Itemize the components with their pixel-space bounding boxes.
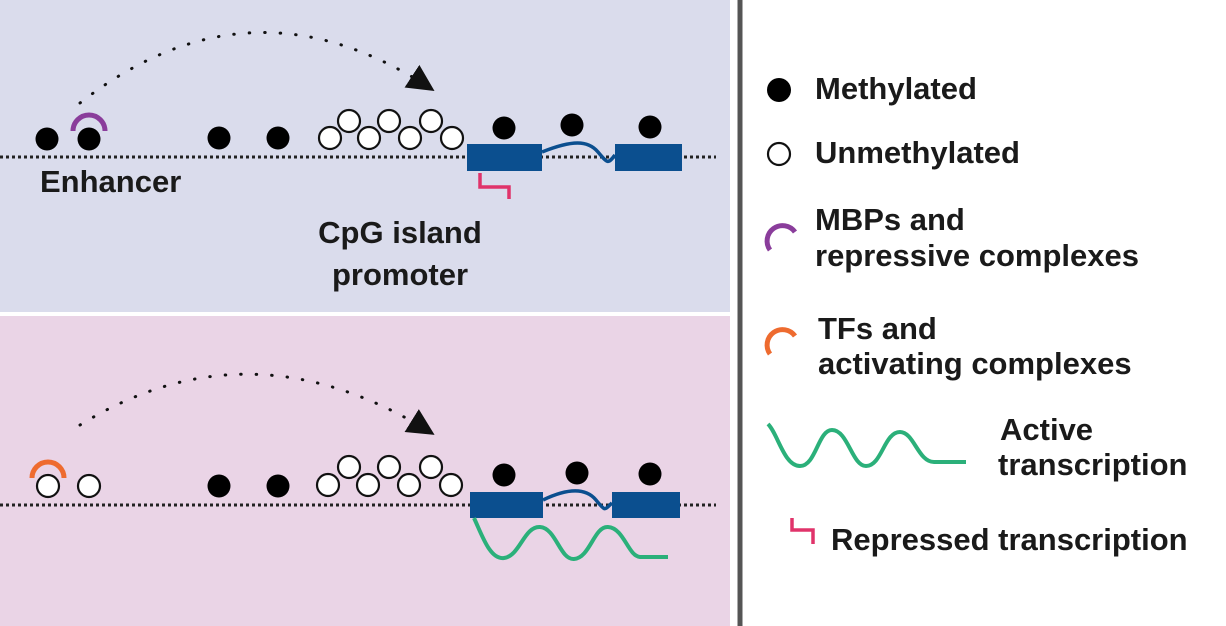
methylated-cpg-dot <box>207 474 231 498</box>
legend-mbp-label-line1: MBPs and <box>815 202 965 237</box>
promoter-label: promoter <box>332 257 468 292</box>
methylated-cpg-dot <box>492 116 516 140</box>
methylated-cpg-dot <box>266 474 290 498</box>
methylated-cpg-dot <box>638 462 662 486</box>
gene-intron-line <box>541 141 617 164</box>
tf-legend-icon <box>764 327 798 356</box>
legend-mbp-label-line2: repressive complexes <box>815 238 1139 273</box>
unmethylated-cpg-dot <box>355 472 381 498</box>
unmethylated-legend-icon <box>766 141 792 167</box>
legend: Methylated Unmethylated MBPs and repress… <box>764 71 1188 557</box>
methylated-cpg-dot <box>565 461 589 485</box>
repressed-transcription-legend-icon <box>790 518 815 544</box>
active-transcription-legend-icon <box>766 422 966 469</box>
gene-exon-block <box>470 492 543 518</box>
unmethylated-cpg-dot <box>438 472 464 498</box>
unmethylated-cpg-dot <box>418 108 444 134</box>
unmethylated-cpg-dot <box>315 472 341 498</box>
gene-exon-block <box>612 492 680 518</box>
methylated-legend-icon <box>767 78 791 102</box>
cpg-island-label: CpG island <box>318 215 482 250</box>
unmethylated-cpg-dot <box>76 473 102 499</box>
methylated-cpg-dot <box>207 126 231 150</box>
active-transcription-wave <box>472 517 668 561</box>
bottom-panel-background <box>0 316 730 626</box>
methylated-cpg-dot <box>560 113 584 137</box>
legend-unmethylated-label: Unmethylated <box>815 135 1020 170</box>
unmethylated-cpg-dot <box>397 125 423 151</box>
legend-tf-label-line2: activating complexes <box>818 346 1132 381</box>
mbp-repressive-complex-icon <box>70 112 108 132</box>
legend-tf-label-line1: TFs and <box>818 311 937 346</box>
unmethylated-cpg-dot <box>418 454 444 480</box>
legend-repressed-label: Repressed transcription <box>831 522 1188 557</box>
legend-active-label-line1: Active <box>1000 412 1093 447</box>
gene-exon-block <box>467 144 542 171</box>
gene-intron-line <box>542 489 614 511</box>
methylated-cpg-dot <box>266 126 290 150</box>
unmethylated-cpg-dot <box>439 125 465 151</box>
methylated-cpg-dot <box>77 127 101 151</box>
repressed-transcription-mark <box>478 173 511 199</box>
top-panel: Enhancer CpG island promoter <box>0 0 730 312</box>
unmethylated-cpg-dot <box>376 108 402 134</box>
mbp-legend-icon <box>764 223 798 252</box>
unmethylated-cpg-dot <box>356 125 382 151</box>
unmethylated-cpg-dot <box>35 473 61 499</box>
legend-active-label-line2: transcription <box>998 447 1187 482</box>
tf-activating-complex-icon <box>29 459 67 479</box>
legend-methylated-label: Methylated <box>815 71 977 106</box>
methylated-cpg-dot <box>35 127 59 151</box>
unmethylated-cpg-dot <box>317 125 343 151</box>
enhancer-label: Enhancer <box>40 164 181 199</box>
unmethylated-cpg-dot <box>376 454 402 480</box>
bottom-panel <box>0 316 730 626</box>
gene-exon-block <box>615 144 682 171</box>
unmethylated-cpg-dot <box>396 472 422 498</box>
unmethylated-cpg-dot <box>336 108 362 134</box>
methylated-cpg-dot <box>492 463 516 487</box>
methylated-cpg-dot <box>638 115 662 139</box>
unmethylated-cpg-dot <box>336 454 362 480</box>
